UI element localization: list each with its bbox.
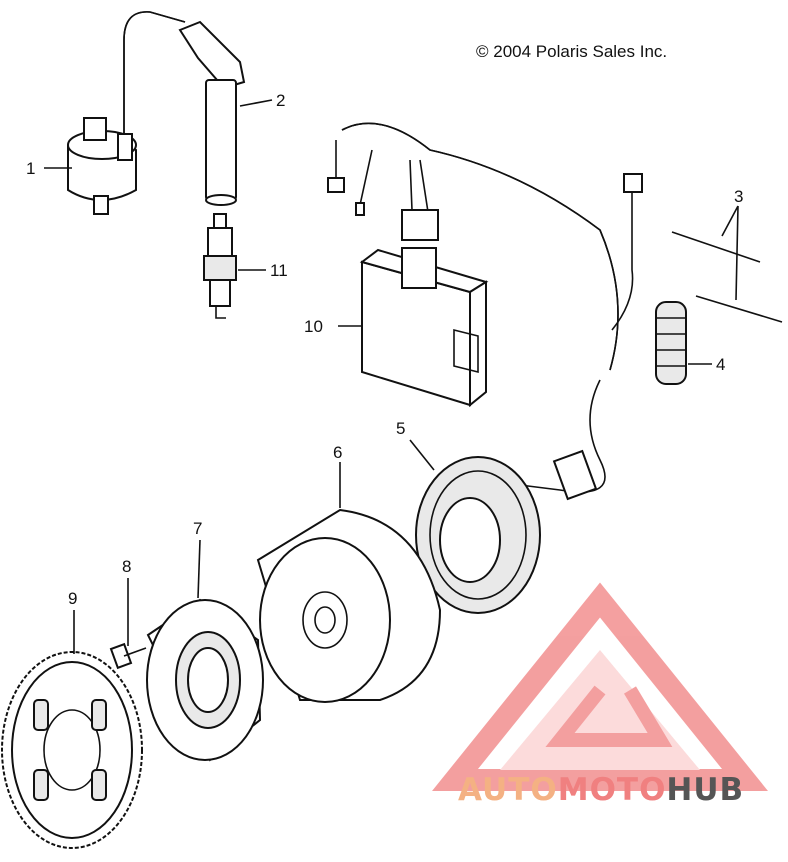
- callout-4: 4: [716, 355, 725, 374]
- callout-1: 1: [26, 159, 35, 178]
- watermark-part-auto: AUTO: [458, 772, 558, 808]
- callout-11: 11: [270, 261, 288, 280]
- spark-plug: [203, 213, 237, 319]
- callout-3: 3: [734, 187, 743, 206]
- spark-plug-boot: [178, 20, 246, 206]
- starter-clutch: [146, 598, 264, 762]
- callout-8: 8: [122, 557, 131, 576]
- leader-lines: [44, 99, 739, 654]
- callout-2: 2: [276, 91, 285, 110]
- watermark-text: AUTOMOTOHUB: [458, 772, 744, 808]
- wiring-harness: [327, 122, 643, 501]
- tie-straps: [671, 231, 783, 323]
- starter-gear: [1, 651, 143, 849]
- cdi-module: [359, 247, 489, 408]
- callout-5: 5: [396, 419, 405, 438]
- callout-7: 7: [193, 519, 202, 538]
- sleeve: [655, 301, 687, 385]
- copyright-notice: © 2004 Polaris Sales Inc.: [476, 42, 668, 61]
- watermark-part-hub: HUB: [666, 772, 745, 808]
- stator: [415, 456, 541, 614]
- watermark-part-moto: MOTO: [557, 772, 667, 808]
- ignition-coil: [67, 117, 137, 215]
- flywheel: [256, 508, 442, 703]
- callout-6: 6: [333, 443, 342, 462]
- watermark-logo-icon: [432, 582, 768, 791]
- callout-9: 9: [68, 589, 77, 608]
- bolt: [109, 642, 147, 670]
- callout-10: 10: [304, 317, 323, 336]
